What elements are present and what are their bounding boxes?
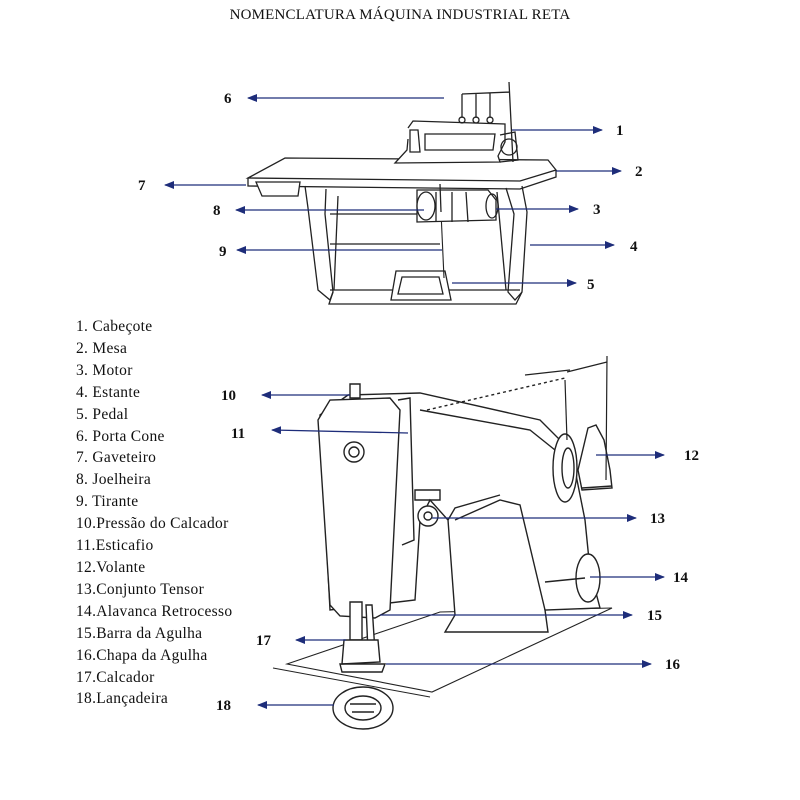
legend-item: 8. Joelheira — [76, 471, 152, 489]
callout-12: 12 — [684, 448, 699, 464]
legend-item: 13.Conjunto Tensor — [76, 580, 205, 598]
legend-item: 10.Pressão do Calcador — [76, 515, 229, 533]
callout-4: 4 — [630, 239, 638, 255]
callout-16: 16 — [665, 657, 681, 673]
legend-item: 4. Estante — [76, 383, 141, 401]
legend-item: 16.Chapa da Agulha — [76, 646, 208, 664]
legend-item: 18.Lançadeira — [76, 690, 169, 708]
thread-stand — [461, 81, 514, 163]
legend-item: 14.Alavanca Retrocesso — [76, 602, 233, 620]
arrow-11 — [271, 426, 409, 435]
callout-numbers: 1 2 3 4 5 6 7 8 9 10 11 12 13 14 15 16 1… — [138, 91, 699, 714]
table-frame — [304, 185, 334, 302]
rotary-hook — [332, 686, 394, 730]
legend-item: 3. Motor — [76, 361, 133, 379]
needle-bar — [349, 601, 363, 641]
legend-item: 17.Calcador — [76, 668, 155, 686]
callout-10: 10 — [221, 388, 236, 404]
legend-item: 6. Porta Cone — [76, 427, 165, 445]
callout-arrows — [164, 94, 665, 709]
table-top — [245, 157, 558, 182]
pedal — [390, 270, 452, 301]
machine-head-illustration — [272, 355, 613, 730]
presser-foot — [341, 639, 381, 665]
legend-item: 1. Cabeçote — [76, 318, 153, 335]
table-machine-illustration — [245, 81, 558, 305]
callout-13: 13 — [650, 511, 665, 527]
callout-18: 18 — [216, 698, 231, 714]
callout-9: 9 — [219, 244, 227, 260]
callout-11: 11 — [231, 426, 245, 442]
legend-item: 2. Mesa — [76, 339, 128, 357]
parts-legend: 1. Cabeçote 2. Mesa 3. Motor 4. Estante … — [76, 316, 232, 710]
callout-8: 8 — [213, 203, 221, 219]
tension-assembly — [417, 505, 439, 527]
reverse-lever — [575, 553, 601, 603]
callout-6: 6 — [224, 91, 232, 107]
thread-cone — [577, 424, 613, 491]
callout-2: 2 — [635, 164, 643, 180]
drawer — [255, 181, 301, 197]
legend-item: 11.Esticafio — [76, 537, 154, 555]
callout-15: 15 — [647, 608, 662, 624]
diagram-title: NOMENCLATURA MÁQUINA INDUSTRIAL RETA — [229, 7, 571, 23]
legend-item: 7. Gaveteiro — [76, 449, 157, 467]
callout-1: 1 — [616, 123, 624, 139]
legend-item: 9. Tirante — [76, 493, 139, 511]
callout-7: 7 — [138, 178, 146, 194]
callout-17: 17 — [256, 633, 272, 649]
callout-14: 14 — [673, 570, 689, 586]
legend-item: 15.Barra da Agulha — [76, 624, 203, 642]
callout-3: 3 — [593, 202, 601, 218]
machine-head — [393, 120, 506, 164]
face-plate — [317, 397, 401, 619]
motor — [416, 189, 497, 223]
legend-item: 12.Volante — [76, 558, 146, 576]
callout-5: 5 — [587, 277, 595, 293]
legend-item: 5. Pedal — [76, 405, 129, 423]
